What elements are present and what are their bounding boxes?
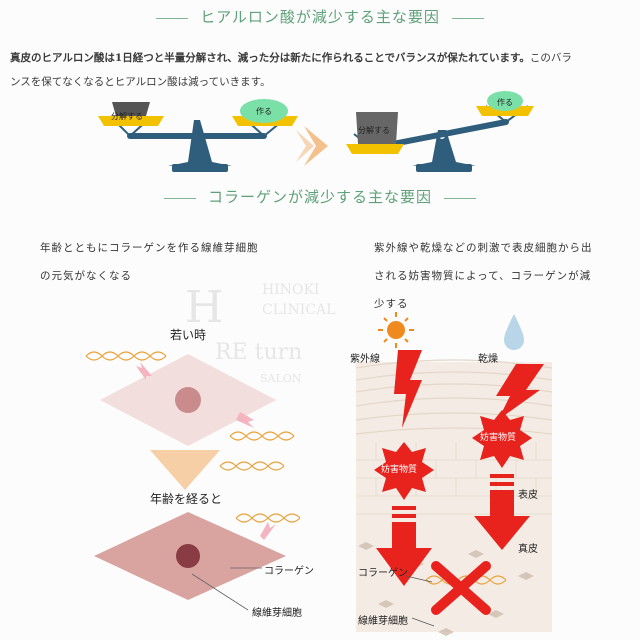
uv-lightning <box>394 350 422 428</box>
collagen-section-title: コラーゲンが減少する主な要因 <box>0 186 640 207</box>
hyaluronic-description: 真皮のヒアルロン酸は1日経つと半量分解され、減った分は新たに作られることでバラン… <box>10 46 632 94</box>
skin-cross-section <box>356 310 606 636</box>
dry-label: 乾燥 <box>478 354 498 365</box>
hyaluronic-lead: 真皮のヒアルロン酸は1日経つと半量分解され、減った分は新たに作られることでバラン… <box>10 52 530 64</box>
watermark-h-logo: H <box>185 282 224 333</box>
scale-left-make-label: 作る <box>256 107 272 116</box>
hyaluronic-section-title: ヒアルロン酸が減少する主な要因 <box>0 6 640 27</box>
scale-right-make-label: 作る <box>497 98 513 107</box>
epidermis-label: 表皮 <box>518 490 538 501</box>
collagen-left-description: 年齢とともにコラーゲンを作る線維芽細胞の元気がなくなる <box>40 242 259 282</box>
fibroblast-label-right: 線維芽細胞 <box>358 616 408 627</box>
uv-label: 紫外線 <box>350 354 380 365</box>
water-drop-icon <box>504 314 524 350</box>
collagen-label-left: コラーゲン <box>264 566 314 577</box>
blocked-x-mark <box>431 561 491 615</box>
interfering-substance-burst-1 <box>374 442 434 500</box>
scale-left-decompose-label: 分解する <box>111 112 143 121</box>
aged-label: 年齢を経ると <box>150 492 223 506</box>
fibroblast-illustration <box>85 351 301 611</box>
aging-arrow <box>150 450 220 490</box>
dermis-label: 真皮 <box>518 544 538 555</box>
interfering-substance-label-2: 妨害物質 <box>480 433 517 443</box>
sun-icon <box>378 312 414 348</box>
fibroblast-label-left: 線維芽細胞 <box>252 608 302 619</box>
watermark-brand-1: HINOKI <box>262 282 320 298</box>
watermark-brand-3: RE turn <box>215 340 303 365</box>
collagen-right-description: 紫外線や乾燥などの刺激で表皮細胞から出される妨害物質によって、コラーゲンが減少す… <box>374 242 593 310</box>
young-collagen-strands <box>85 351 295 471</box>
aged-collagen-strand <box>235 513 301 523</box>
interfering-substance-label-1: 妨害物質 <box>381 465 418 475</box>
hyaluronic-rest-1: このバラ <box>529 52 572 64</box>
dry-damage-arrow <box>474 474 530 550</box>
hyaluronic-rest-2: ンスを保てなくなるとヒアルロン酸は減っていきます。 <box>10 76 271 88</box>
dry-lightning <box>496 364 544 420</box>
uv-damage-arrow <box>376 506 432 586</box>
interfering-substance-burst-2 <box>472 410 532 468</box>
watermark-brand-2: CLINICAL <box>262 302 336 318</box>
balance-scales-illustration <box>98 91 534 172</box>
collagen-label-right: コラーゲン <box>358 568 408 579</box>
tilted-scale <box>346 91 534 172</box>
transition-arrow <box>296 126 328 166</box>
scale-right-decompose-label: 分解する <box>358 126 390 135</box>
young-label: 若い時 <box>170 328 207 342</box>
watermark-brand-4: SALON <box>260 372 302 385</box>
balanced-scale <box>98 99 298 172</box>
